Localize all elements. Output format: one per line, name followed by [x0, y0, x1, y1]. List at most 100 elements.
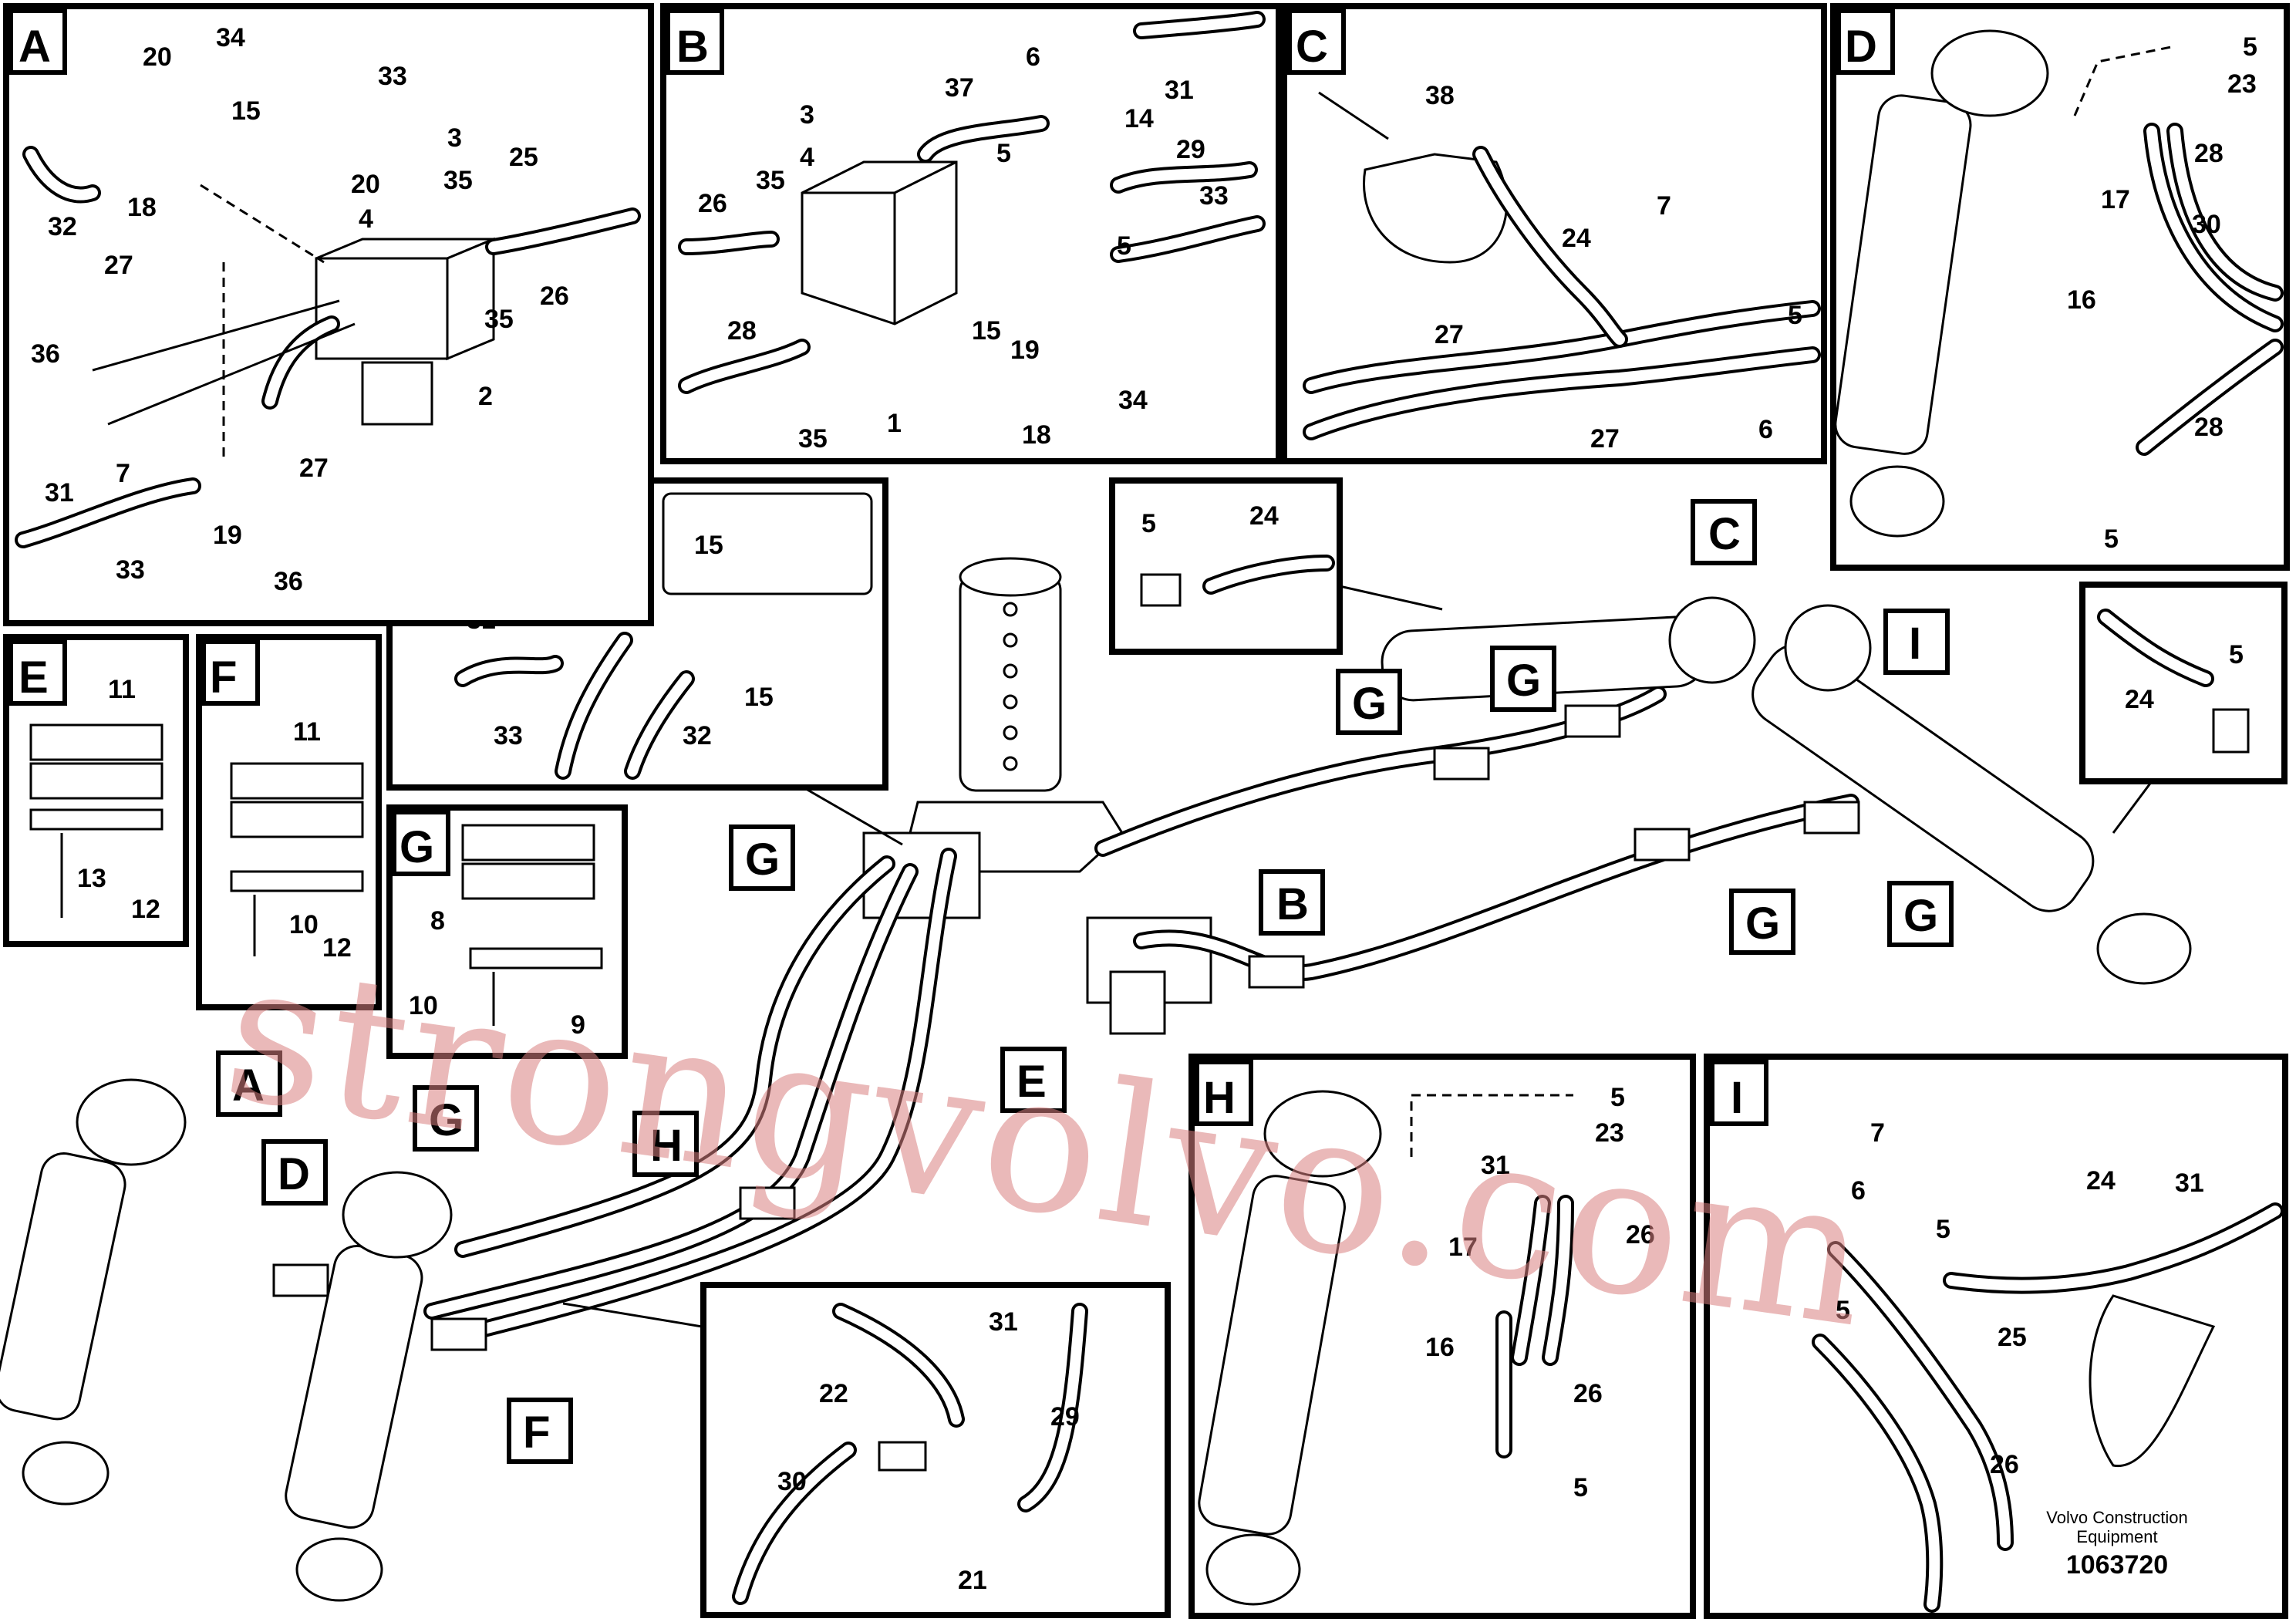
panel-letter: F	[210, 653, 237, 703]
callout-number: 29	[1176, 135, 1205, 164]
callout-number: 8	[430, 906, 445, 936]
callout-number: 5	[2243, 32, 2257, 62]
callout-number: 20	[143, 42, 172, 72]
callout-number: 31	[2175, 1168, 2204, 1198]
callout-number: 32	[48, 212, 77, 241]
overview-tag: E	[1017, 1057, 1047, 1107]
callout-number: 5	[1573, 1473, 1588, 1502]
callout-number: 7	[116, 459, 130, 488]
callout-number: 16	[1425, 1333, 1455, 1362]
callout-number: 3	[447, 123, 462, 153]
callout-number: 36	[274, 567, 303, 596]
overview-tag: G	[429, 1095, 464, 1145]
detail-label: 32	[683, 721, 712, 750]
overview-assembly	[0, 557, 2192, 1602]
callout-fitting-i: 24 5	[2079, 582, 2288, 834]
panel-letter: C	[1296, 22, 1328, 72]
callout-number: 31	[45, 478, 74, 508]
detail-label: 15	[694, 531, 723, 560]
callout-number: 6	[1758, 415, 1773, 444]
detail-label: 33	[494, 721, 523, 750]
detail-label: 22	[819, 1379, 848, 1408]
panel-letter: E	[19, 653, 49, 703]
detail-label: 5	[2229, 640, 2244, 669]
callout-number: 37	[945, 73, 974, 103]
callout-number: 28	[727, 316, 757, 346]
callout-fitting-c: 5 24	[1109, 477, 1443, 655]
callout-number: 5	[1788, 301, 1802, 330]
callout-number: 27	[1435, 320, 1464, 349]
overview-tag: D	[278, 1149, 310, 1199]
detail-callout-tee: 31 22 30 29 21	[562, 1282, 1171, 1618]
callout-number: 5	[2104, 524, 2119, 554]
callout-number: 38	[1425, 81, 1455, 110]
panel-letter: B	[676, 22, 709, 72]
callout-number: 15	[972, 316, 1001, 346]
overview-tags: C I G G G G G B E A D G H F	[216, 499, 1954, 1464]
callout-number: 24	[1562, 224, 1591, 253]
panel-D: D 5 23 17 28 16 30 28 5	[1830, 3, 2290, 571]
callout-number: 23	[1595, 1118, 1624, 1148]
company-name-line2: Equipment	[2076, 1527, 2157, 1546]
detail-label: 31	[989, 1307, 1018, 1337]
callout-number: 13	[77, 864, 106, 893]
callout-number: 5	[1836, 1296, 1850, 1325]
callout-number: 15	[231, 96, 261, 126]
callout-number: 14	[1124, 104, 1154, 133]
panel-letter: G	[400, 822, 434, 872]
callout-number: 5	[1117, 231, 1131, 261]
callout-number: 2	[478, 382, 493, 411]
callout-number: 27	[299, 454, 329, 483]
overview-tag: H	[650, 1121, 683, 1171]
overview-tag: G	[1352, 679, 1387, 729]
detail-label: 29	[1050, 1402, 1080, 1431]
callout-number: 28	[2194, 139, 2224, 168]
panel-I: I 7 6 5 24 31 5 25 26	[1704, 1054, 2288, 1619]
panel-F: F 11 10 12	[196, 634, 382, 1010]
callout-number: 26	[698, 189, 727, 218]
panel-C: C 38 7 24 5 27 27 6	[1281, 3, 1827, 464]
callout-number: 28	[2194, 413, 2224, 442]
callout-number: 17	[2101, 185, 2130, 214]
callout-number: 4	[359, 204, 373, 234]
callout-number: 12	[131, 895, 160, 924]
callout-number: 5	[1610, 1083, 1625, 1112]
callout-number: 35	[443, 166, 473, 195]
detail-label: 21	[958, 1566, 987, 1595]
callout-number: 34	[216, 23, 245, 52]
callout-number: 5	[996, 139, 1011, 168]
callout-number: 1	[887, 409, 902, 438]
callout-number: 26	[1626, 1220, 1655, 1249]
detail-label: 24	[1249, 501, 1279, 531]
callout-number: 10	[289, 910, 319, 939]
callout-number: 5	[1936, 1215, 1950, 1244]
callout-number: 12	[322, 933, 352, 963]
callout-number: 26	[1573, 1379, 1603, 1408]
drawing-number: 1063720	[2066, 1550, 2168, 1580]
panel-A: A 34 20 33 15 3 18 20 25 4 35 27 26 32 3…	[3, 3, 654, 626]
panel-B: B 6 31 37 14 3 4 5 29 26 35 33 15 5 28 1…	[660, 3, 1282, 464]
callout-number: 33	[116, 555, 145, 585]
callout-number: 9	[571, 1010, 585, 1040]
callout-number: 18	[1022, 420, 1051, 450]
callout-number: 33	[1199, 181, 1229, 211]
callout-number: 19	[213, 521, 242, 550]
overview-tag: G	[1903, 891, 1938, 941]
panel-G: G 8 10 9	[386, 804, 628, 1059]
company-name: Volvo Construction	[2046, 1508, 2187, 1527]
callout-number: 19	[1010, 336, 1040, 365]
callout-number: 24	[2086, 1166, 2116, 1195]
overview-tag: F	[523, 1408, 550, 1458]
callout-number: 27	[104, 251, 133, 280]
overview-tag: A	[232, 1061, 265, 1111]
callout-number: 30	[2192, 210, 2221, 239]
panel-letter: I	[1731, 1073, 1743, 1123]
footer: Volvo Construction Equipment 1063720	[2046, 1508, 2187, 1580]
detail-label: 30	[777, 1467, 807, 1496]
detail-label: 5	[1141, 509, 1156, 538]
callout-number: 31	[1165, 76, 1194, 105]
callout-number: 35	[798, 424, 828, 454]
callout-number: 23	[2227, 69, 2257, 99]
callout-number: 7	[1657, 191, 1671, 221]
